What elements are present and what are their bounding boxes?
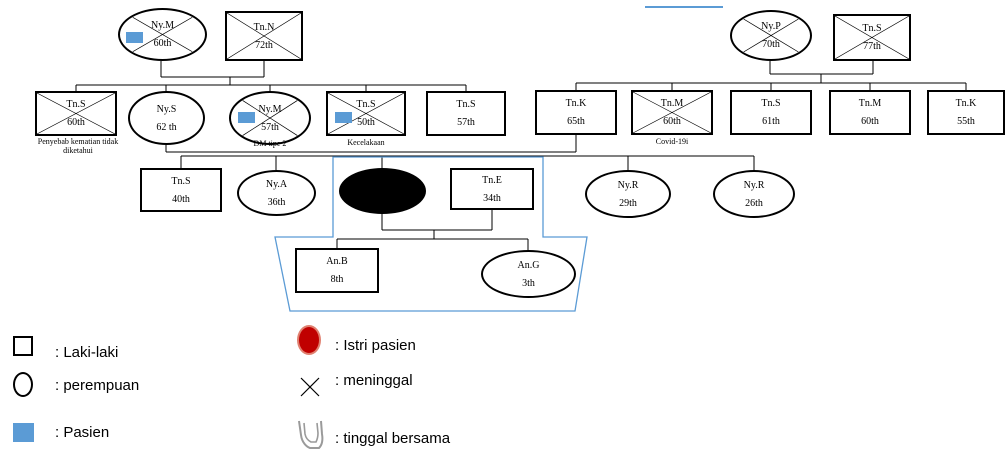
child-an-b: An.B 8th (295, 248, 379, 293)
legend-deceased-label: : meninggal (335, 372, 413, 389)
person-name: Tn.S (456, 99, 476, 110)
uncle-tn-s-57: Tn.S 57th (426, 91, 506, 136)
cause-of-death-note: Kecelakaan (347, 138, 385, 147)
patient-tn-e: Tn.E 34th (450, 168, 534, 210)
person-age: 60th (153, 38, 172, 49)
grandfather-tn-s: Tn.S 77th (833, 14, 911, 61)
person-age: 60th (67, 117, 85, 128)
person-age: 3th (522, 277, 535, 289)
person-age: 57th (261, 121, 279, 133)
deceased-cross (743, 18, 799, 53)
person-name: Tn.S (862, 23, 882, 34)
person-age: 60th (861, 116, 879, 127)
deceased-cross (328, 93, 404, 134)
deceased-cross (227, 13, 301, 59)
top-accent-line (645, 6, 723, 8)
person-name: Tn.K (955, 98, 977, 109)
sibling-ny-r-29: Ny.R 29th (585, 170, 671, 218)
person-age: 26th (745, 197, 763, 209)
person-age: 50th (357, 117, 375, 128)
grandmother-ny-m: Ny.M 60th (118, 8, 207, 61)
person-name: Tn.S (761, 98, 781, 109)
person-name: Ny.R (617, 179, 639, 191)
cause-of-death-note: Penyebab kematian tidak diketahui (37, 137, 119, 155)
person-age: 34th (483, 192, 501, 204)
legend-living-together-label: : tinggal bersama (335, 430, 451, 447)
sibling-ny-r-26: Ny.R 26th (713, 170, 795, 218)
child-an-g: An.G 3th (481, 250, 576, 298)
person-name: Tn.S (356, 99, 376, 110)
uncle-tn-s-61: Tn.S 61th (730, 90, 812, 135)
legend-female-symbol (13, 372, 33, 397)
person-name: Tn.K (565, 98, 587, 109)
cause-of-death-note: Covid-19i (655, 137, 689, 146)
deceased-cross (37, 93, 115, 134)
person-age: 40th (172, 193, 190, 205)
person-age: 57th (457, 117, 475, 128)
legend-male-symbol (13, 336, 33, 356)
legend-living-together-symbol (298, 420, 324, 449)
person-age: 61th (762, 116, 780, 127)
person-name: Ny.M (258, 103, 282, 115)
legend-female-label: : perempuan (55, 377, 140, 394)
legend-patient-label: : Pasien (55, 424, 110, 441)
diagnosis-note: DM tipe 2 (253, 139, 287, 148)
aunt-ny-m: Ny.M 57th (229, 91, 311, 145)
person-age: 77th (863, 41, 881, 52)
legend-patient-symbol (13, 423, 34, 442)
grandfather-tn-n: Tn.N 72th (225, 11, 303, 61)
person-name: Ny.A (265, 178, 288, 190)
person-age: 8th (330, 274, 344, 285)
person-age: 62 th (156, 121, 177, 133)
legend-wife-label: : Istri pasien (335, 337, 416, 354)
person-age: 70th (762, 39, 780, 50)
person-age: 55th (957, 116, 975, 127)
uncle-tn-m-60-deceased: Tn.M 60th (631, 90, 713, 135)
mother-ny-s: Ny.S 62 th (128, 91, 205, 145)
person-age: 65th (567, 116, 585, 127)
legend-deceased-symbol (300, 377, 320, 397)
person-name: Ny.S (156, 103, 177, 115)
patient-marker (335, 112, 352, 123)
person-name: Tn.N (253, 21, 275, 33)
grandmother-ny-p: Ny.P 70th (730, 10, 812, 61)
person-name: Ny.P (761, 21, 781, 32)
uncle-tn-s-60: Tn.S 60th (35, 91, 117, 136)
deceased-cross (132, 17, 193, 52)
deceased-cross (835, 16, 909, 59)
deceased-cross (633, 92, 711, 133)
person-name: Tn.M (858, 98, 882, 109)
person-name: Tn.M (660, 98, 684, 109)
patient-marker (238, 112, 255, 123)
patient-marker (126, 32, 143, 43)
deceased-cross (242, 100, 298, 136)
person-age: 36th (267, 196, 286, 208)
uncle-tn-s-50: Tn.S 50th (326, 91, 406, 136)
sibling-ny-a: Ny.A 36th (237, 170, 316, 216)
person-age: 29th (619, 197, 637, 209)
person-name: Ny.R (743, 179, 765, 191)
uncle-tn-k-55: Tn.K 55th (927, 90, 1005, 135)
legend-wife-symbol (297, 325, 321, 355)
person-age: 72th (255, 39, 273, 51)
person-name: Tn.S (171, 175, 191, 187)
sibling-tn-s: Tn.S 40th (140, 168, 222, 212)
person-name: Ny.M (151, 20, 174, 31)
wife-of-patient-symbol (339, 168, 426, 214)
father-tn-k: Tn.K 65th (535, 90, 617, 135)
person-name: Tn.S (66, 99, 86, 110)
household-boundary (274, 156, 588, 312)
uncle-tn-m-60: Tn.M 60th (829, 90, 911, 135)
person-age: 60th (663, 116, 681, 127)
legend-male-label: : Laki-laki (55, 344, 119, 361)
person-name: Tn.E (482, 174, 502, 186)
person-name: An.B (326, 256, 348, 267)
person-name: An.G (517, 259, 540, 271)
